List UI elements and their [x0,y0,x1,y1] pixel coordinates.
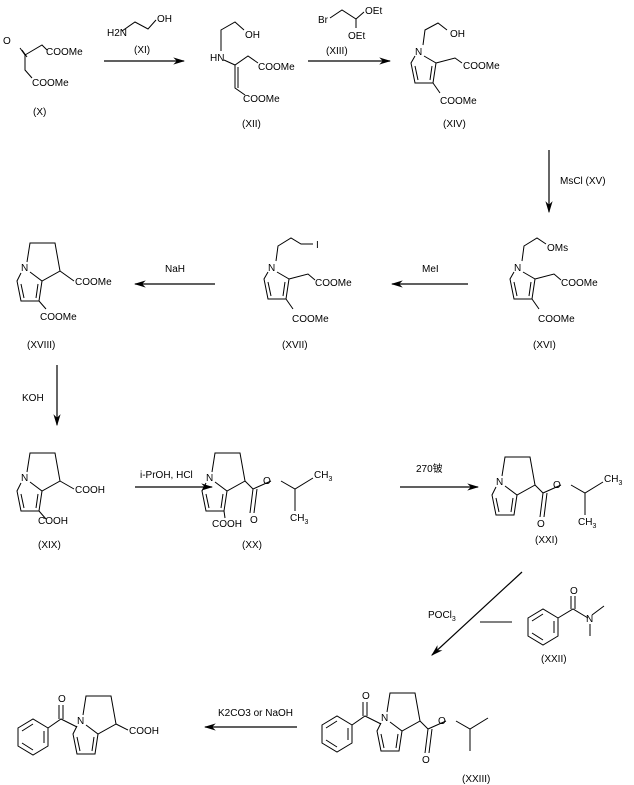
carboxylic-acid: COOH [129,726,159,737]
hydroxyl: OH [450,29,465,40]
carboxylic-acid: COOH [75,485,105,496]
compound-X: O COOMe COOMe (X) [3,36,83,118]
hydroxyl: OH [245,30,260,41]
atom-n: N [586,614,593,625]
compound-XIV: N OH COOMe COOMe (XIV) [410,22,500,130]
carboxylic-acid: COOH [212,519,242,530]
reagent-label: 270铍 [416,463,443,475]
ester-group: COOMe [46,47,83,58]
iodo: I [316,240,319,251]
atom-o: O [553,480,561,491]
reagent-label: i-PrOH, HCl [140,470,193,481]
atom-o: O [422,755,430,766]
atom-n: N [415,47,422,58]
mesylate: OMs [547,243,568,254]
carboxylic-acid: COOH [38,516,68,527]
compound-label: (XXIII) [462,774,490,785]
atom-n: N [206,473,213,484]
reaction-arrow-3: MsCl (XV) [545,150,606,214]
compound-label: (XVI) [533,340,556,351]
compound-label: (XXI) [535,535,558,546]
hydroxyl: OH [157,14,172,25]
compound-label: (X) [33,107,46,118]
compound-label: (XVIII) [27,340,55,351]
ethoxy: OEt [348,31,365,42]
compound-final-ketorolac: O N COOH [17,694,159,756]
atom-n: N [21,473,28,484]
amine: HN [210,53,224,64]
atom-o: O [58,694,66,705]
compound-label: (XVII) [282,340,308,351]
compound-label: (XIV) [443,119,466,130]
compound-label: (XIII) [326,46,348,57]
ester-group: COOMe [292,314,329,325]
ester-group: COOMe [561,278,598,289]
compound-XX: N O O CH3 CH3 COOH (XX) [201,452,332,551]
reaction-arrow-9: POCl3 [428,571,523,656]
ester-group: COOMe [243,94,280,105]
ester-group: COOMe [440,96,477,107]
reagent-label: K2CO3 or NaOH [218,708,293,719]
atom-o: O [263,476,271,487]
methyl: CH3 [314,470,332,483]
atom-o: O [438,716,446,727]
reaction-arrow-5: NaH [133,264,215,288]
reaction-arrow-1: H2N OH (XI) [104,14,186,65]
reaction-arrow-4: MeI [390,264,468,288]
reagent-label: MsCl (XV) [560,176,606,187]
atom-n: N [21,263,28,274]
compound-XIX: N COOH COOH (XIX) [16,452,105,551]
methyl: CH3 [604,474,622,487]
compound-XXIII: O N O O (XXIII) [321,691,490,785]
compound-label: (XIX) [38,540,61,551]
ester-group: COOMe [538,314,575,325]
compound-XVII: N I COOMe COOMe (XVII) [263,237,352,351]
atom-n: N [381,713,388,724]
compound-XII: HN OH COOMe COOMe (XII) [210,21,295,130]
ester-group: COOMe [40,312,77,323]
atom-o: O [362,691,370,702]
reaction-arrow-6: KOH [22,365,61,427]
methyl: CH3 [578,517,596,530]
atom-n: N [514,263,521,274]
reaction-arrow-10: K2CO3 or NaOH [203,708,297,731]
ester-group: COOMe [32,78,69,89]
ester-group: COOMe [315,278,352,289]
atom-n: N [268,263,275,274]
reagent-label: MeI [422,264,439,275]
compound-label: (XXII) [541,654,567,665]
reagent-amine: H2N [107,28,127,39]
compound-XXI: N O O CH3 CH3 (XXI) [491,456,622,546]
reagent-label: NaH [165,264,185,275]
reagent-label: KOH [22,393,44,404]
compound-XVIII: N COOMe COOMe (XVIII) [16,242,112,351]
ethoxy: OEt [365,6,382,17]
methyl: CH3 [290,513,308,526]
reaction-arrow-7: i-PrOH, HCl [135,470,214,491]
compound-label: (XI) [134,45,150,56]
bromo: Br [318,15,329,26]
ester-group: COOMe [463,61,500,72]
atom-o: O [3,36,11,47]
ester-group: COOMe [75,277,112,288]
ester-group: COOMe [258,62,295,73]
atom-o: O [537,519,545,530]
compound-XXII: O N (XXII) [527,586,605,665]
atom-n: N [77,716,84,727]
reaction-arrow-2: Br OEt OEt (XIII) [308,6,392,65]
atom-o: O [570,586,578,597]
reagent-label: POCl3 [428,610,456,623]
reaction-arrow-8: 270铍 [400,463,480,491]
atom-o: O [250,515,258,526]
atom-n: N [496,477,503,488]
compound-label: (XX) [242,540,262,551]
compound-label: (XII) [242,119,261,130]
compound-XVI: N OMs COOMe COOMe (XVI) [509,237,598,351]
